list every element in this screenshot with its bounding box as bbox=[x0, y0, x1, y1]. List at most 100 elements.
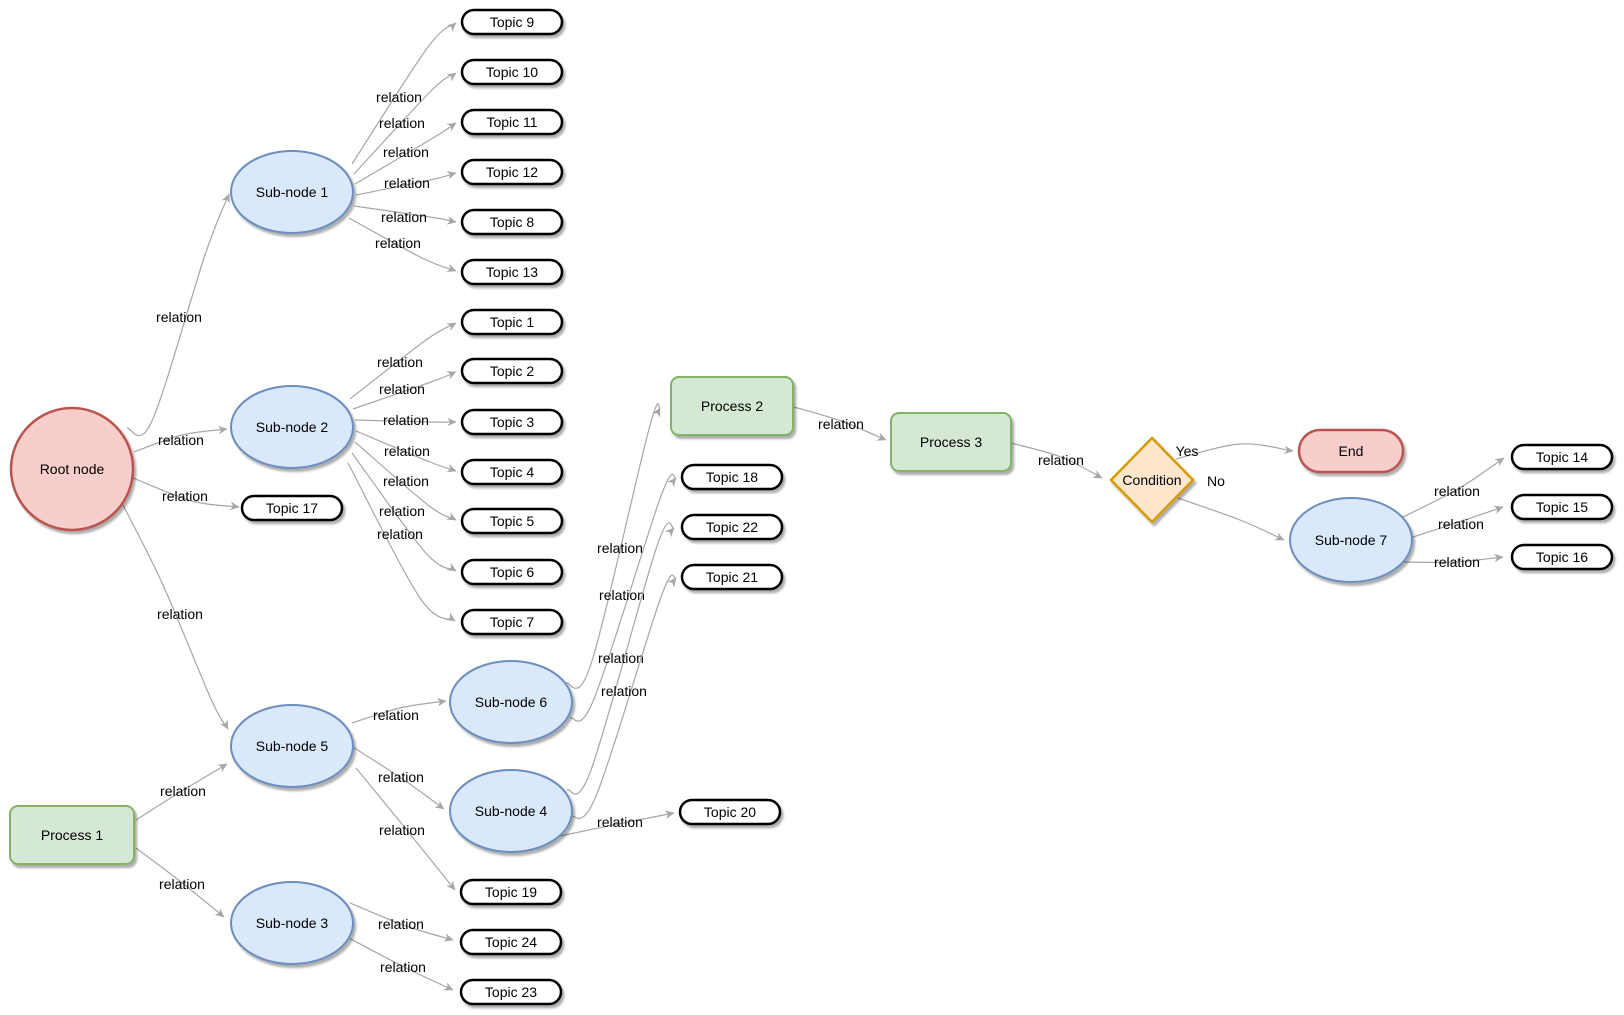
edge-sub6-t18: relation bbox=[569, 473, 677, 722]
stadium-shape bbox=[680, 463, 784, 491]
node-p1-label: Process 1 bbox=[41, 827, 103, 843]
node-t7-label: Topic 7 bbox=[490, 614, 535, 630]
node-cond-label: Condition bbox=[1122, 472, 1181, 488]
edge-line bbox=[351, 452, 457, 572]
edge-line bbox=[354, 122, 457, 185]
stadium-shape bbox=[460, 308, 564, 336]
circle-shape bbox=[9, 406, 135, 532]
stadium-shape bbox=[460, 8, 564, 36]
node-t11: Topic 11 bbox=[460, 108, 564, 136]
node-sub3-label: Sub-node 3 bbox=[256, 915, 329, 931]
edge-sub6-p2: relation bbox=[565, 403, 661, 689]
rect-shape bbox=[890, 412, 1012, 472]
edge-line bbox=[1402, 457, 1505, 518]
edge-sub1-t10: relation bbox=[353, 72, 457, 175]
edge-label-sub7-t16: relation bbox=[1434, 554, 1480, 570]
node-t12: Topic 12 bbox=[460, 158, 564, 186]
edge-label-sub1-t10: relation bbox=[379, 115, 425, 131]
edge-label-sub2-t3: relation bbox=[383, 412, 429, 428]
edge-line bbox=[793, 406, 887, 441]
node-t13-label: Topic 13 bbox=[486, 264, 538, 280]
edge-line bbox=[1409, 505, 1504, 539]
node-sub4-label: Sub-node 4 bbox=[475, 803, 548, 819]
stadium-shape bbox=[460, 507, 564, 535]
node-t19: Topic 19 bbox=[459, 878, 563, 906]
node-t24: Topic 24 bbox=[459, 928, 563, 956]
edge-sub4-t20: relation bbox=[559, 810, 675, 837]
node-sub4: Sub-node 4 bbox=[449, 769, 573, 853]
rect-shape bbox=[670, 376, 794, 436]
edge-line bbox=[1403, 553, 1504, 563]
node-t3-label: Topic 3 bbox=[490, 414, 535, 430]
node-p2-label: Process 2 bbox=[701, 398, 763, 414]
node-t15: Topic 15 bbox=[1510, 493, 1614, 521]
edge-line bbox=[353, 72, 457, 175]
edge-line bbox=[122, 504, 229, 730]
edge-label-sub1-t11: relation bbox=[383, 144, 429, 160]
node-sub6-label: Sub-node 6 bbox=[475, 694, 548, 710]
rect-shape bbox=[9, 805, 135, 865]
node-t24-label: Topic 24 bbox=[485, 934, 537, 950]
stadium-shape bbox=[678, 798, 782, 826]
edge-label-sub3-t24: relation bbox=[378, 916, 424, 932]
edge-sub2-t1: relation bbox=[349, 322, 457, 400]
node-t21-label: Topic 21 bbox=[706, 569, 758, 585]
node-t22-label: Topic 22 bbox=[706, 519, 758, 535]
ellipse-shape bbox=[1289, 497, 1413, 583]
node-t4-label: Topic 4 bbox=[490, 464, 535, 480]
stadium-shape bbox=[460, 58, 564, 86]
node-t8-label: Topic 8 bbox=[490, 214, 535, 230]
edge-sub3-t24: relation bbox=[349, 902, 454, 942]
edge-line bbox=[355, 767, 456, 891]
node-sub6: Sub-node 6 bbox=[449, 660, 573, 744]
stadium-shape bbox=[460, 258, 564, 286]
edge-sub2-t5: relation bbox=[354, 441, 457, 521]
edge-label-sub1-t9: relation bbox=[376, 89, 422, 105]
edge-line bbox=[354, 441, 457, 521]
edge-line bbox=[566, 522, 675, 795]
node-t2-label: Topic 2 bbox=[490, 363, 535, 379]
node-t5: Topic 5 bbox=[460, 507, 564, 535]
edge-sub2-t7: relation bbox=[347, 462, 456, 622]
node-t16-label: Topic 16 bbox=[1536, 549, 1588, 565]
ellipse-shape bbox=[449, 660, 573, 744]
node-sub2-label: Sub-node 2 bbox=[256, 419, 329, 435]
edge-line bbox=[349, 902, 454, 942]
node-sub5-label: Sub-node 5 bbox=[256, 738, 329, 754]
node-t2: Topic 2 bbox=[460, 357, 564, 385]
node-t8: Topic 8 bbox=[460, 208, 564, 236]
stadium-shape bbox=[460, 208, 564, 236]
node-sub5: Sub-node 5 bbox=[230, 704, 354, 788]
node-t14: Topic 14 bbox=[1510, 443, 1614, 471]
node-t17: Topic 17 bbox=[240, 494, 344, 522]
node-t19-label: Topic 19 bbox=[485, 884, 537, 900]
node-end-label: End bbox=[1339, 443, 1364, 459]
node-t20-label: Topic 20 bbox=[704, 804, 756, 820]
node-root: Root node bbox=[9, 406, 135, 532]
node-t11-label: Topic 11 bbox=[486, 114, 537, 130]
stadium-shape bbox=[460, 108, 564, 136]
edge-sub1-t11: relation bbox=[354, 122, 457, 185]
edge-label-p3-cond: relation bbox=[1038, 452, 1084, 468]
edge-label-sub2-t4: relation bbox=[384, 443, 430, 459]
edge-sub4-t22: relation bbox=[566, 522, 675, 795]
node-sub1-label: Sub-node 1 bbox=[256, 184, 329, 200]
edge-label-sub4-t22: relation bbox=[598, 650, 644, 666]
edge-sub3-t23: relation bbox=[346, 936, 454, 991]
edge-label-root-t17: relation bbox=[162, 488, 208, 504]
stadium-shape bbox=[240, 494, 344, 522]
edge-line bbox=[1010, 442, 1103, 479]
edge-sub1-t9: relation bbox=[351, 22, 457, 165]
node-t5-label: Topic 5 bbox=[490, 513, 535, 529]
node-t16: Topic 16 bbox=[1510, 543, 1614, 571]
edge-sub2-t4: relation bbox=[355, 430, 457, 473]
node-sub2: Sub-node 2 bbox=[230, 385, 354, 469]
edge-label-sub7-t14: relation bbox=[1434, 483, 1480, 499]
edge-p1-sub5: relation bbox=[135, 763, 228, 821]
ellipse-shape bbox=[230, 150, 354, 234]
edge-sub7-t14: relation bbox=[1402, 457, 1505, 518]
edge-line bbox=[1177, 497, 1285, 541]
edge-sub5-sub6: relation bbox=[351, 698, 447, 724]
edges-layer: relation relation relation relation relation… bbox=[122, 22, 1505, 991]
